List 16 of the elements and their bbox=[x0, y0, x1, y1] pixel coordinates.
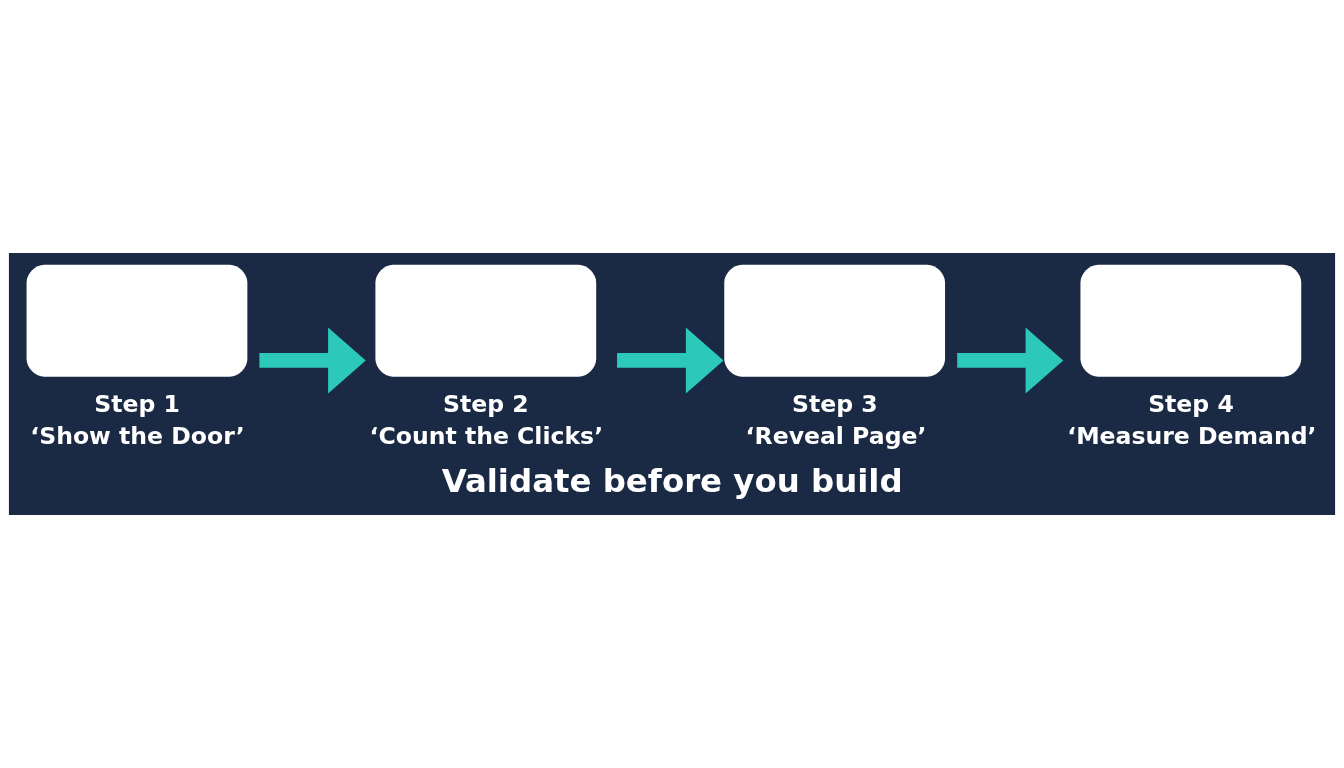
arrow bbox=[957, 327, 1064, 394]
node-box bbox=[26, 264, 248, 377]
arrow bbox=[259, 327, 366, 394]
node-label: ‘Reveal Page’ bbox=[745, 422, 927, 451]
node-label: Step 1 bbox=[94, 389, 180, 418]
node-label: ‘Measure Demand’ bbox=[1067, 422, 1317, 451]
node-label: Step 3 bbox=[791, 389, 878, 418]
node-label: Step 4 bbox=[1148, 389, 1234, 418]
node-box bbox=[724, 264, 946, 377]
node-box bbox=[1080, 264, 1302, 377]
node-label: ‘Count the Clicks’ bbox=[369, 422, 604, 451]
caption: Validate before you build bbox=[441, 462, 903, 501]
node-label: ‘Show the Door’ bbox=[30, 422, 245, 451]
node-label: Step 2 bbox=[443, 389, 529, 418]
arrow bbox=[617, 327, 724, 394]
node-box bbox=[375, 264, 597, 377]
